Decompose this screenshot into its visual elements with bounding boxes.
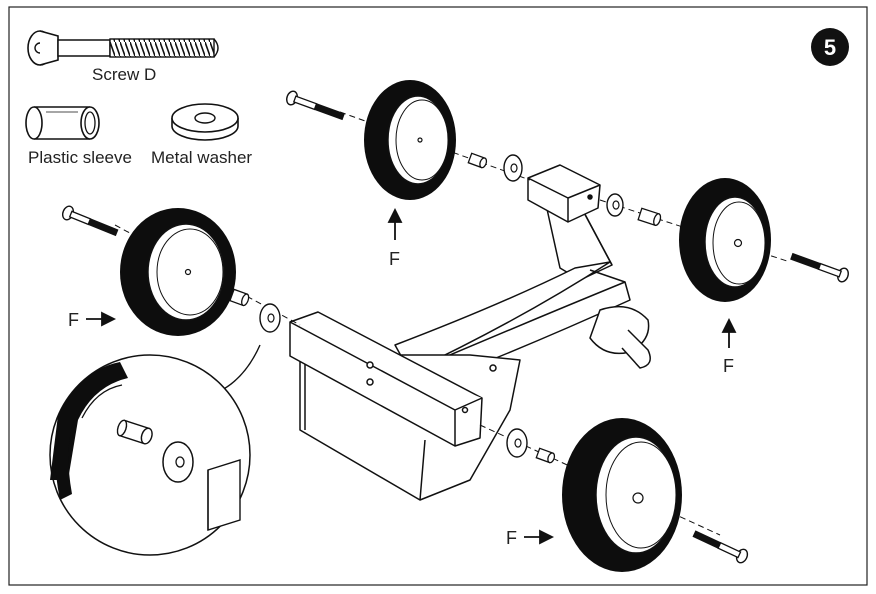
sleeve-right <box>637 207 662 227</box>
washer-right <box>606 193 624 217</box>
sleeve-left <box>229 288 250 307</box>
screw-right <box>790 252 849 283</box>
screw-d-label: Screw D <box>92 65 156 84</box>
metal-washer-icon <box>171 103 239 141</box>
arrow-bottom-wheel <box>524 529 555 545</box>
step-badge: 5 <box>811 28 849 66</box>
page-border <box>8 6 868 586</box>
plastic-sleeve-icon <box>25 106 100 140</box>
screw-d-icon <box>27 30 219 66</box>
screw-top <box>286 90 345 121</box>
washer-bottom <box>506 428 528 458</box>
metal-washer-label: Metal washer <box>151 148 252 167</box>
washer-left <box>259 303 281 333</box>
bottom-wheel <box>506 418 749 572</box>
right-wheel <box>606 178 849 302</box>
arrow-right-wheel <box>721 317 737 348</box>
f-label-right: F <box>723 356 734 376</box>
top-wheel <box>286 80 523 200</box>
plastic-sleeve-label: Plastic sleeve <box>28 148 132 167</box>
f-label-left: F <box>68 310 79 330</box>
screw-bottom <box>692 530 749 564</box>
chassis-frame <box>289 164 651 501</box>
step-number: 5 <box>824 35 836 60</box>
sleeve-detail <box>116 419 153 445</box>
left-wheel <box>61 205 281 336</box>
sleeve-bottom <box>535 447 556 464</box>
f-label-top: F <box>389 249 400 269</box>
f-label-bottom: F <box>506 528 517 548</box>
sleeve-top <box>467 152 488 169</box>
washer-top <box>503 154 523 182</box>
arrow-top-wheel <box>387 207 403 240</box>
washer-detail <box>162 441 194 483</box>
detail-zoom-callout <box>49 344 261 556</box>
arrow-left-wheel <box>86 311 117 327</box>
screw-left <box>61 205 119 237</box>
